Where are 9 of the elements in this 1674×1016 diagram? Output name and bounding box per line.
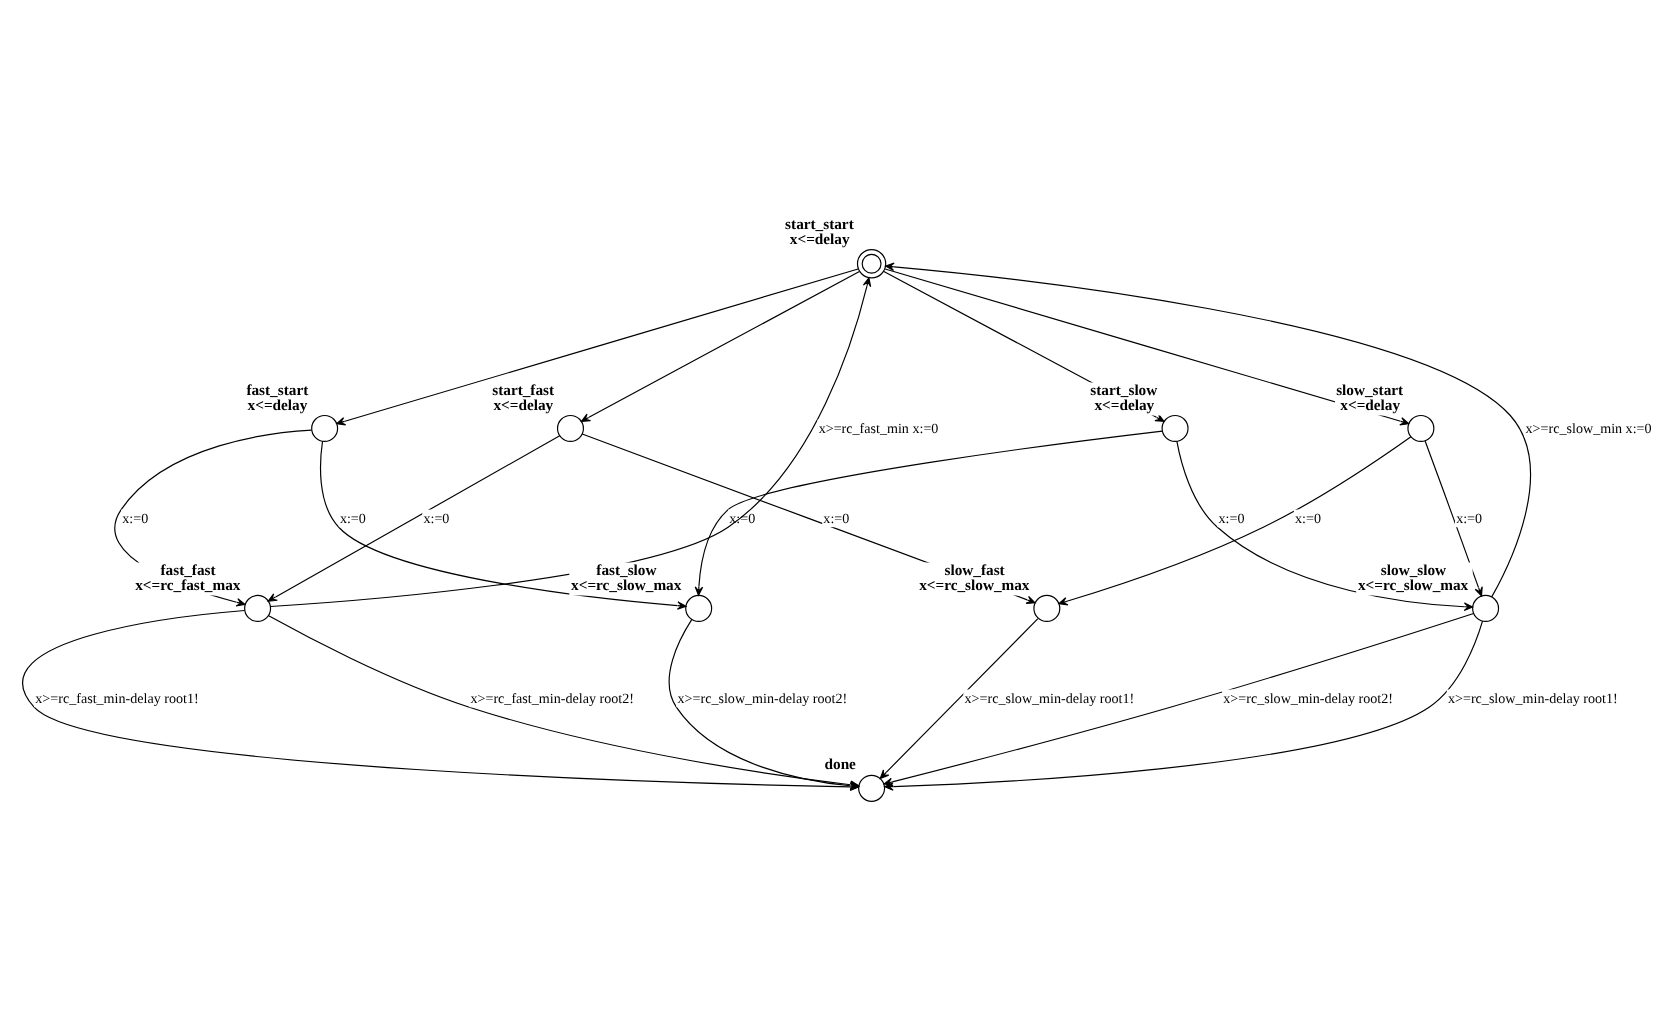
node-circle <box>556 413 584 441</box>
node-circle <box>311 413 339 441</box>
arrow <box>879 617 1039 778</box>
arrow <box>267 434 561 601</box>
arrow <box>269 276 872 607</box>
arrow <box>336 267 859 425</box>
node-circle <box>858 773 886 801</box>
arrow <box>1058 435 1412 605</box>
arrow <box>580 269 860 421</box>
